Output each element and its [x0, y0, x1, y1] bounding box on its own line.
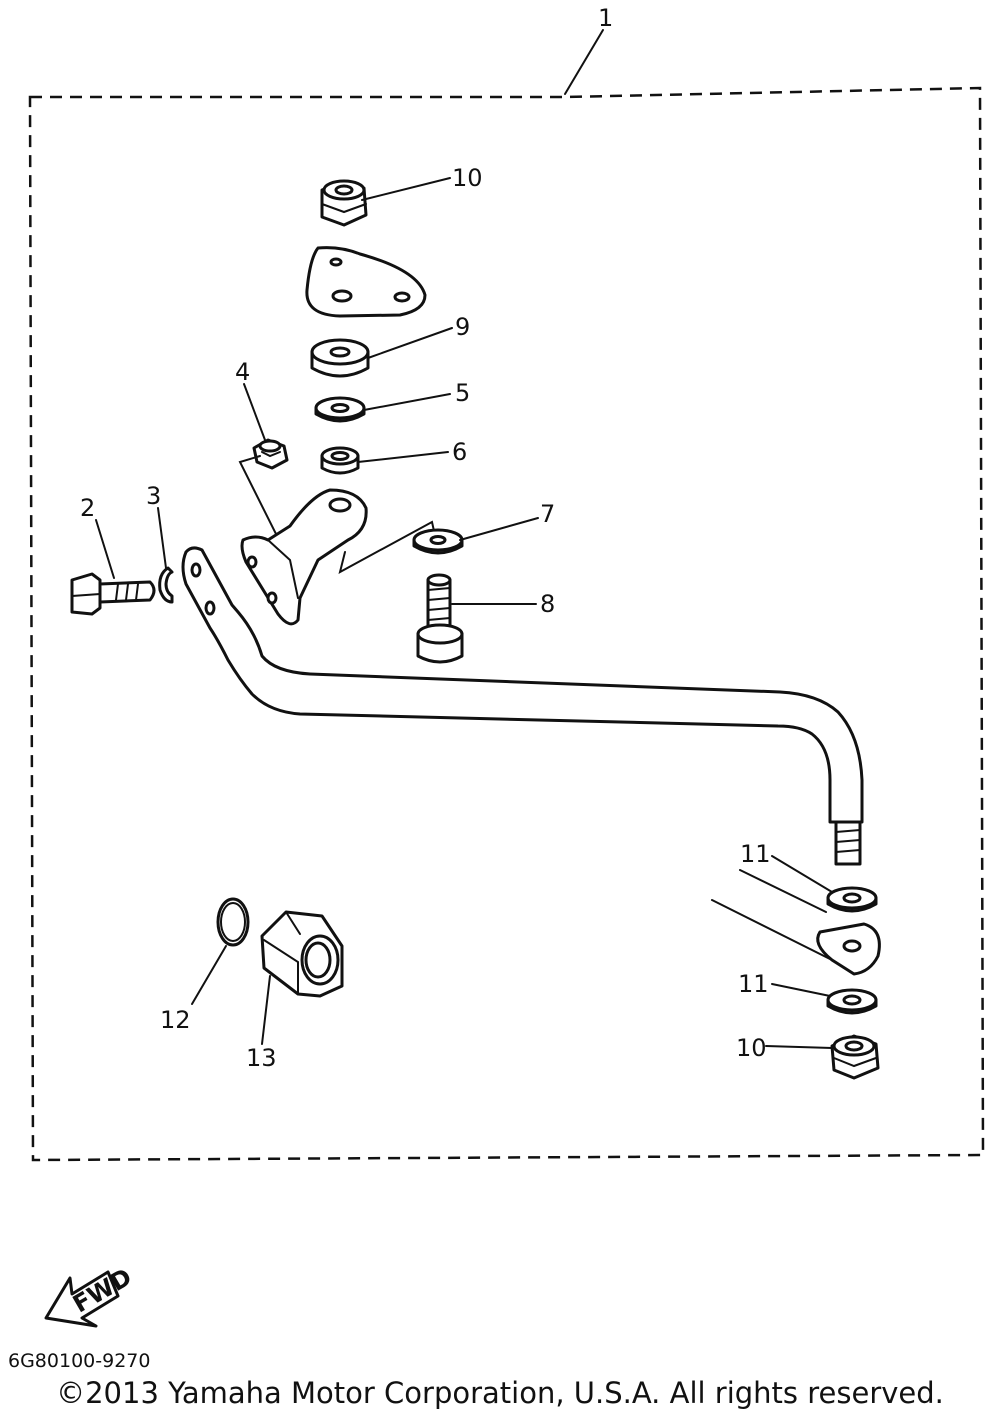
leader-9 — [367, 327, 453, 359]
leader-12 — [191, 945, 227, 1005]
leader-6 — [357, 451, 449, 463]
callout-10-bottom: 10 — [736, 1034, 767, 1062]
fwd-arrow-icon: FWD — [44, 1263, 137, 1328]
callout-12: 12 — [160, 1006, 191, 1034]
leader-10-bottom — [765, 1045, 833, 1049]
bolt-2 — [70, 572, 156, 616]
callout-4: 4 — [235, 358, 250, 386]
bush-6 — [320, 446, 360, 475]
bolt-8 — [416, 573, 464, 664]
lock-nut-top — [320, 179, 368, 227]
callout-11-upper: 11 — [740, 840, 771, 868]
connecting-plate — [711, 869, 881, 976]
callout-8: 8 — [540, 590, 555, 618]
callout-3: 3 — [146, 482, 161, 510]
callout-5: 5 — [455, 379, 470, 407]
part-code: 6G80100-9270 — [8, 1350, 151, 1372]
kit-boundary — [28, 86, 985, 1162]
leader-4 — [243, 383, 266, 441]
callout-10-top: 10 — [452, 164, 483, 192]
collar-9 — [310, 338, 370, 378]
fwd-label: FWD — [68, 1263, 136, 1319]
o-ring-12 — [216, 897, 250, 947]
triangle-plate — [305, 246, 427, 318]
lock-nut-bottom — [830, 1034, 880, 1080]
callout-6: 6 — [452, 438, 467, 466]
leader-11-upper — [771, 855, 833, 893]
leader-1 — [564, 29, 604, 95]
steering-rod — [181, 546, 864, 866]
washer-5 — [314, 396, 366, 423]
bracket — [240, 488, 368, 626]
leader-11-lower — [771, 983, 831, 997]
washer-7 — [412, 528, 464, 555]
callout-1: 1 — [598, 4, 613, 32]
copyright-notice: ©2013 Yamaha Motor Corporation, U.S.A. A… — [56, 1376, 944, 1410]
callout-13: 13 — [246, 1044, 277, 1072]
hex-nut-13 — [260, 910, 344, 998]
leader-13 — [261, 975, 271, 1045]
callout-11-lower: 11 — [738, 970, 769, 998]
washer-11-upper — [826, 886, 878, 913]
nut-4 — [252, 438, 289, 470]
leader-5 — [363, 393, 451, 411]
clip-3 — [158, 566, 174, 604]
leader-3 — [157, 507, 167, 569]
leader-2 — [95, 519, 115, 579]
callout-9: 9 — [455, 313, 470, 341]
leader-7 — [459, 517, 539, 541]
callout-7: 7 — [540, 500, 555, 528]
washer-11-lower — [826, 988, 878, 1015]
callout-2: 2 — [80, 494, 95, 522]
leader-10-top — [361, 177, 451, 201]
